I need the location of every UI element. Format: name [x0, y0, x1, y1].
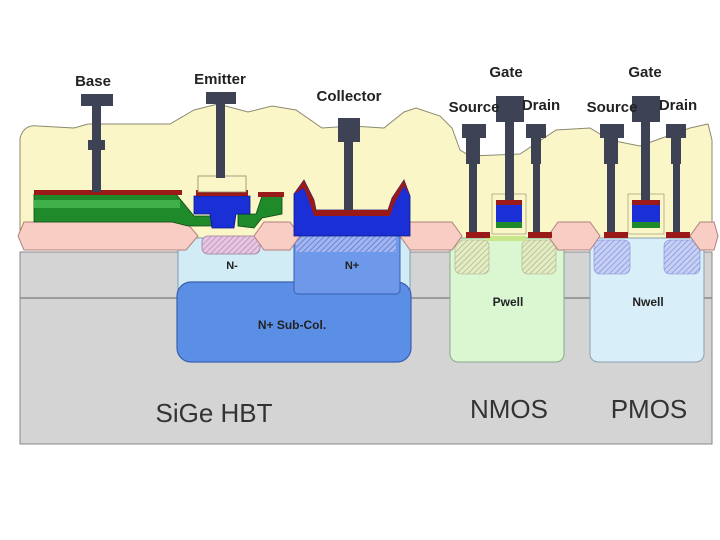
n-plus-sinker-implant — [296, 236, 396, 252]
pmos-drain-contact — [666, 124, 686, 232]
field-oxide-1 — [17, 221, 199, 251]
pmos-drain-silicide — [666, 232, 690, 238]
field-oxide-4 — [547, 221, 601, 251]
pmos-source-implant — [593, 239, 631, 275]
label-nmos-gate: Gate — [489, 64, 522, 81]
label-nwell: Nwell — [632, 295, 663, 309]
label-nmos-source: Source — [449, 99, 500, 116]
pmos-gate-contact — [632, 96, 660, 200]
emitter-contact — [206, 92, 236, 178]
hbt-base-poly-layer — [34, 200, 180, 208]
label-nmos: NMOS — [470, 394, 548, 424]
label-n-plus-sub-col: N+ Sub-Col. — [258, 318, 326, 332]
hbt-emitter-poly — [193, 195, 251, 229]
base-contact — [81, 94, 113, 192]
label-pmos-gate: Gate — [628, 64, 661, 81]
collector-contact — [338, 118, 360, 210]
label-n-minus: N- — [226, 260, 238, 272]
pmos-source-silicide — [604, 232, 628, 238]
hbt-base-silicide-right — [258, 192, 284, 197]
pmos-gate-oxide — [632, 222, 660, 228]
nmos-gate-contact — [496, 96, 524, 200]
nmos-gate-silicide — [496, 200, 522, 205]
field-oxide-2 — [253, 221, 301, 251]
hbt-emitter-spacer — [197, 175, 247, 193]
pmos-drain-implant — [663, 239, 701, 275]
nmos-drain-implant — [521, 239, 557, 275]
nmos-drain-contact — [526, 124, 546, 232]
label-pmos-drain: Drain — [659, 97, 697, 114]
label-sige-hbt: SiGe HBT — [155, 398, 272, 428]
hbt-base-silicide — [34, 190, 182, 195]
label-base: Base — [75, 73, 111, 90]
nmos-drain-silicide — [528, 232, 552, 238]
hbt-emitter-silicide — [196, 190, 248, 196]
nmos-source-contact — [462, 124, 486, 232]
nmos-source-silicide — [466, 232, 490, 238]
nmos-channel — [486, 236, 526, 241]
nmos-source-implant — [454, 239, 490, 275]
nmos-gate-oxide — [496, 222, 522, 228]
label-collector: Collector — [316, 88, 381, 105]
label-pmos-source: Source — [587, 99, 638, 116]
label-n-plus: N+ — [345, 260, 359, 272]
pmos-gate-poly — [632, 204, 660, 222]
label-emitter: Emitter — [194, 71, 246, 88]
label-pwell: Pwell — [493, 295, 524, 309]
label-pmos: PMOS — [611, 394, 688, 424]
hbt-collector-silicide — [294, 180, 410, 216]
intrinsic-base-implant — [201, 235, 261, 255]
pmos-source-contact — [600, 124, 624, 232]
pmos-gate-silicide — [632, 200, 660, 205]
field-oxide-5 — [689, 221, 719, 251]
label-nmos-drain: Drain — [522, 97, 560, 114]
nmos-gate-poly — [496, 204, 522, 222]
